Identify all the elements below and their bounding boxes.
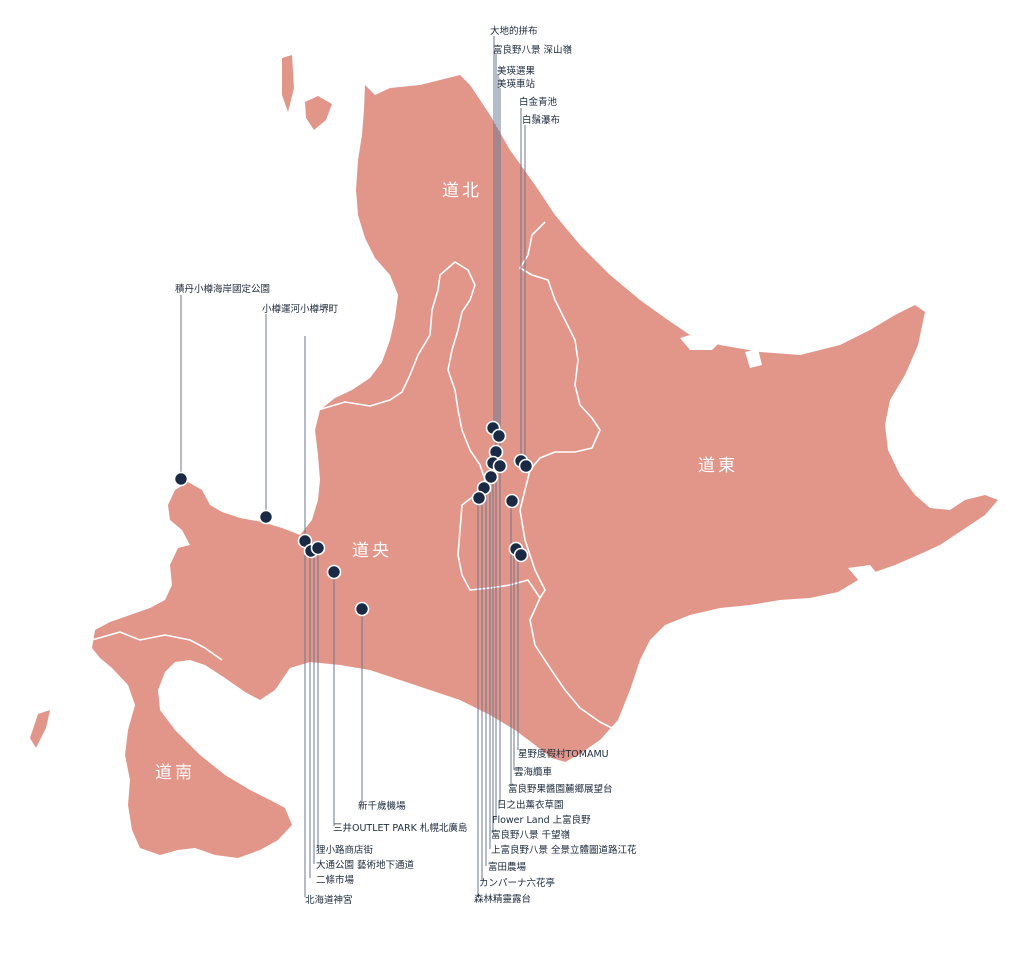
map-pin[interactable] bbox=[491, 428, 507, 444]
spot-label-senbo[interactable]: 富良野八景 千望嶺 bbox=[491, 829, 571, 841]
map-pin[interactable] bbox=[492, 458, 508, 474]
rebun-island bbox=[305, 96, 332, 130]
region-label-south: 道南 bbox=[155, 763, 195, 783]
spot-label-odori[interactable]: 大通公園 藝術地下通道 bbox=[316, 859, 415, 871]
map-pin[interactable] bbox=[518, 458, 534, 474]
region-label-central: 道央 bbox=[352, 541, 392, 561]
spot-label-nijo[interactable]: 二條市場 bbox=[316, 874, 355, 886]
spot-label-daichi[interactable]: 大地的拼布 bbox=[490, 25, 538, 37]
hokkaido-mainland bbox=[92, 75, 998, 858]
spot-label-unkai[interactable]: 雲海纜車 bbox=[514, 766, 553, 778]
spot-label-otaru[interactable]: 小樽運河小樽堺町 bbox=[262, 303, 339, 315]
lagoon bbox=[680, 332, 722, 350]
leader-lines bbox=[180, 36, 526, 897]
spot-label-fukasayama[interactable]: 富良野八景 深山嶺 bbox=[493, 44, 573, 56]
rishiri-island bbox=[282, 55, 294, 112]
region-label-north: 道北 bbox=[442, 181, 482, 201]
spot-label-bieistation[interactable]: 美瑛車站 bbox=[497, 78, 536, 90]
lagoon bbox=[745, 349, 762, 368]
spot-label-bieisen[interactable]: 美瑛選果 bbox=[497, 65, 536, 77]
map-pins bbox=[173, 420, 534, 617]
region-borders bbox=[91, 221, 613, 729]
map-pin[interactable] bbox=[504, 493, 520, 509]
region-label-east: 道東 bbox=[698, 456, 738, 476]
spot-label-hinode[interactable]: 日之出薰衣草園 bbox=[497, 799, 564, 811]
spot-label-jam[interactable]: 富良野果醬園麓鄉展望台 bbox=[508, 783, 613, 795]
spot-label-kamifurano[interactable]: 上富良野八景 全景立體圖道路江花 bbox=[491, 844, 637, 856]
spot-label-shirahige[interactable]: 白鬚瀑布 bbox=[522, 114, 560, 126]
map-pin[interactable] bbox=[258, 509, 274, 525]
spot-label-tomamu[interactable]: 星野度假村TOMAMU bbox=[518, 748, 609, 760]
map-pin[interactable] bbox=[310, 540, 326, 556]
region-labels: 道北 道央 道東 道南 bbox=[155, 181, 738, 783]
spot-label-aoiike[interactable]: 白金青池 bbox=[519, 96, 558, 108]
spot-label-shakotan[interactable]: 積丹小樽海岸國定公園 bbox=[175, 283, 270, 295]
map-pin[interactable] bbox=[471, 490, 487, 506]
map-pin[interactable] bbox=[326, 564, 342, 580]
spot-label-jingu[interactable]: 北海道神宮 bbox=[305, 894, 353, 906]
lagoon bbox=[848, 565, 878, 582]
map-pin[interactable] bbox=[354, 601, 370, 617]
map-pin[interactable] bbox=[483, 469, 499, 485]
spot-labels: 大地的拼布 富良野八景 深山嶺 美瑛選果 美瑛車站 白金青池 白鬚瀑布 積丹小樽… bbox=[175, 25, 637, 906]
spot-label-tomita[interactable]: 富田農場 bbox=[488, 861, 527, 873]
spot-label-chitose[interactable]: 新千歲機場 bbox=[358, 800, 406, 812]
spot-label-flowerland[interactable]: Flower Land 上富良野 bbox=[492, 814, 591, 826]
map-pin[interactable] bbox=[513, 547, 529, 563]
spot-label-shinrin[interactable]: 森林精靈露台 bbox=[474, 893, 531, 905]
spot-label-tanuki[interactable]: 狸小路商店街 bbox=[316, 844, 374, 856]
okushiri-island bbox=[30, 710, 50, 748]
spot-label-campana[interactable]: カンパーナ六花亭 bbox=[479, 877, 555, 889]
spot-label-outlet[interactable]: 三井OUTLET PARK 札幌北廣島 bbox=[333, 822, 467, 834]
map-pin[interactable] bbox=[173, 471, 189, 487]
